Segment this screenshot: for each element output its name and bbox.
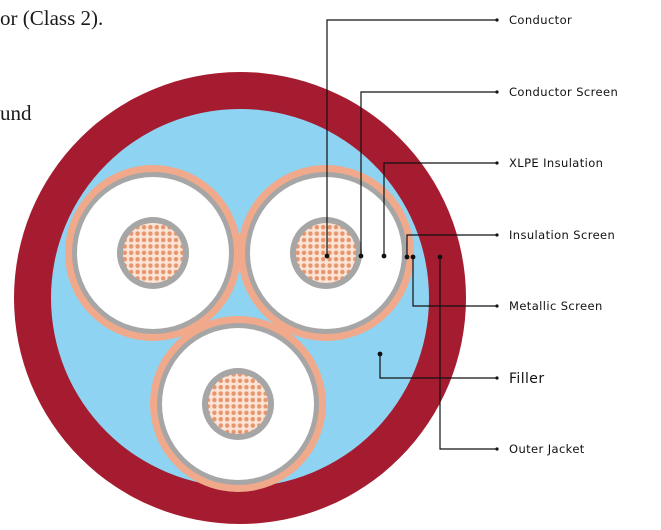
- dot-conductor: [324, 253, 330, 259]
- label-xlpe-insulation: XLPE Insulation: [509, 156, 603, 170]
- leader-line-conductor: [326, 19, 497, 256]
- end-dot-xlpe-insulation: [495, 161, 499, 165]
- label-conductor: Conductor: [509, 13, 572, 27]
- leader-line-outer-jacket: [439, 257, 497, 450]
- leader-line-filler: [379, 354, 497, 379]
- cut-off-text-line-2: und: [0, 101, 32, 125]
- end-dot-outer-jacket: [495, 447, 499, 451]
- leader-line-xlpe-insulation: [383, 162, 497, 256]
- leader-line-conductor-screen: [360, 91, 497, 256]
- conductor: [208, 374, 268, 434]
- label-metallic-screen: Metallic Screen: [509, 299, 603, 313]
- label-filler: Filler: [509, 371, 544, 387]
- label-conductor-screen: Conductor Screen: [509, 85, 618, 99]
- label-outer-jacket: Outer Jacket: [509, 442, 585, 456]
- core-top-left: [65, 165, 241, 341]
- dot-metallic-screen: [410, 254, 416, 260]
- leader-line-metallic-screen: [412, 257, 497, 307]
- conductor: [123, 223, 183, 283]
- core-top-right: [238, 165, 414, 341]
- dot-outer-jacket: [437, 254, 443, 260]
- leader-dots: [324, 18, 499, 451]
- label-insulation-screen: Insulation Screen: [509, 228, 615, 242]
- dot-filler: [377, 351, 383, 357]
- end-dot-metallic-screen: [495, 304, 499, 308]
- end-dot-conductor-screen: [495, 90, 499, 94]
- leader-lines: [326, 19, 497, 450]
- dot-xlpe-insulation: [381, 253, 387, 259]
- dot-conductor-screen: [358, 253, 364, 259]
- core-bottom: [150, 316, 326, 492]
- end-dot-filler: [495, 376, 499, 380]
- leader-line-insulation-screen: [406, 234, 497, 257]
- cut-off-text-line-1: or (Class 2).: [0, 6, 104, 30]
- end-dot-conductor: [495, 18, 499, 22]
- conductor: [296, 223, 356, 283]
- end-dot-insulation-screen: [495, 233, 499, 237]
- dot-insulation-screen: [404, 254, 410, 260]
